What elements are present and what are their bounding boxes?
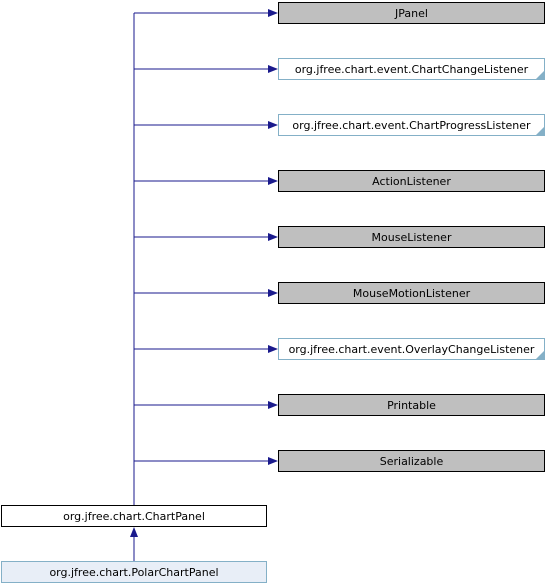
class-node-org-jfree-chart-event-chartchangelistener[interactable]: org.jfree.chart.event.ChartChangeListene… <box>278 58 545 80</box>
class-node-org-jfree-chart-event-overlaychangelistener-corner-fold <box>536 351 544 359</box>
class-node-org-jfree-chart-event-chartchangelistener-label: org.jfree.chart.event.ChartChangeListene… <box>295 63 529 76</box>
class-node-org-jfree-chart-event-overlaychangelistener-box <box>278 338 545 360</box>
class-node-serializable-label: Serializable <box>380 455 444 468</box>
class-node-org-jfree-chart-event-chartprogresslistener-box <box>278 114 545 136</box>
class-node-mouselistener-label: MouseListener <box>372 231 452 244</box>
class-node-org-jfree-chart-event-chartprogresslistener-label: org.jfree.chart.event.ChartProgressListe… <box>292 119 531 132</box>
class-node-chartpanel-label: org.jfree.chart.ChartPanel <box>63 510 205 523</box>
class-node-mousemotionlistener-box <box>278 282 545 304</box>
class-node-mousemotionlistener-label: MouseMotionListener <box>353 287 471 300</box>
class-node-org-jfree-chart-event-chartchangelistener-corner-fold <box>536 71 544 79</box>
class-node-serializable[interactable]: Serializable <box>278 450 545 472</box>
class-node-chartpanel[interactable]: org.jfree.chart.ChartPanel <box>1 505 267 527</box>
class-node-jpanel-box <box>278 2 545 24</box>
class-node-mousemotionlistener[interactable]: MouseMotionListener <box>278 282 545 304</box>
class-node-chartpanel-box <box>1 505 267 527</box>
class-node-printable[interactable]: Printable <box>278 394 545 416</box>
class-node-org-jfree-chart-event-overlaychangelistener[interactable]: org.jfree.chart.event.OverlayChangeListe… <box>278 338 545 360</box>
class-node-actionlistener[interactable]: ActionListener <box>278 170 545 192</box>
class-node-printable-label: Printable <box>387 399 436 412</box>
class-node-org-jfree-chart-event-chartprogresslistener-corner-fold <box>536 127 544 135</box>
edges <box>130 9 278 561</box>
class-node-polarchartpanel[interactable]: org.jfree.chart.PolarChartPanel <box>1 561 267 583</box>
class-node-actionlistener-box <box>278 170 545 192</box>
class-node-actionlistener-label: ActionListener <box>372 175 451 188</box>
class-node-mouselistener[interactable]: MouseListener <box>278 226 545 248</box>
class-node-serializable-box <box>278 450 545 472</box>
class-node-jpanel[interactable]: JPanel <box>278 2 545 24</box>
class-node-jpanel-label: JPanel <box>394 7 428 20</box>
class-node-org-jfree-chart-event-chartprogresslistener[interactable]: org.jfree.chart.event.ChartProgressListe… <box>278 114 545 136</box>
class-node-org-jfree-chart-event-overlaychangelistener-label: org.jfree.chart.event.OverlayChangeListe… <box>289 343 535 356</box>
class-node-mouselistener-box <box>278 226 545 248</box>
class-node-polarchartpanel-label: org.jfree.chart.PolarChartPanel <box>49 566 218 579</box>
class-node-printable-box <box>278 394 545 416</box>
class-node-polarchartpanel-box <box>1 561 267 583</box>
class-node-org-jfree-chart-event-chartchangelistener-box <box>278 58 545 80</box>
